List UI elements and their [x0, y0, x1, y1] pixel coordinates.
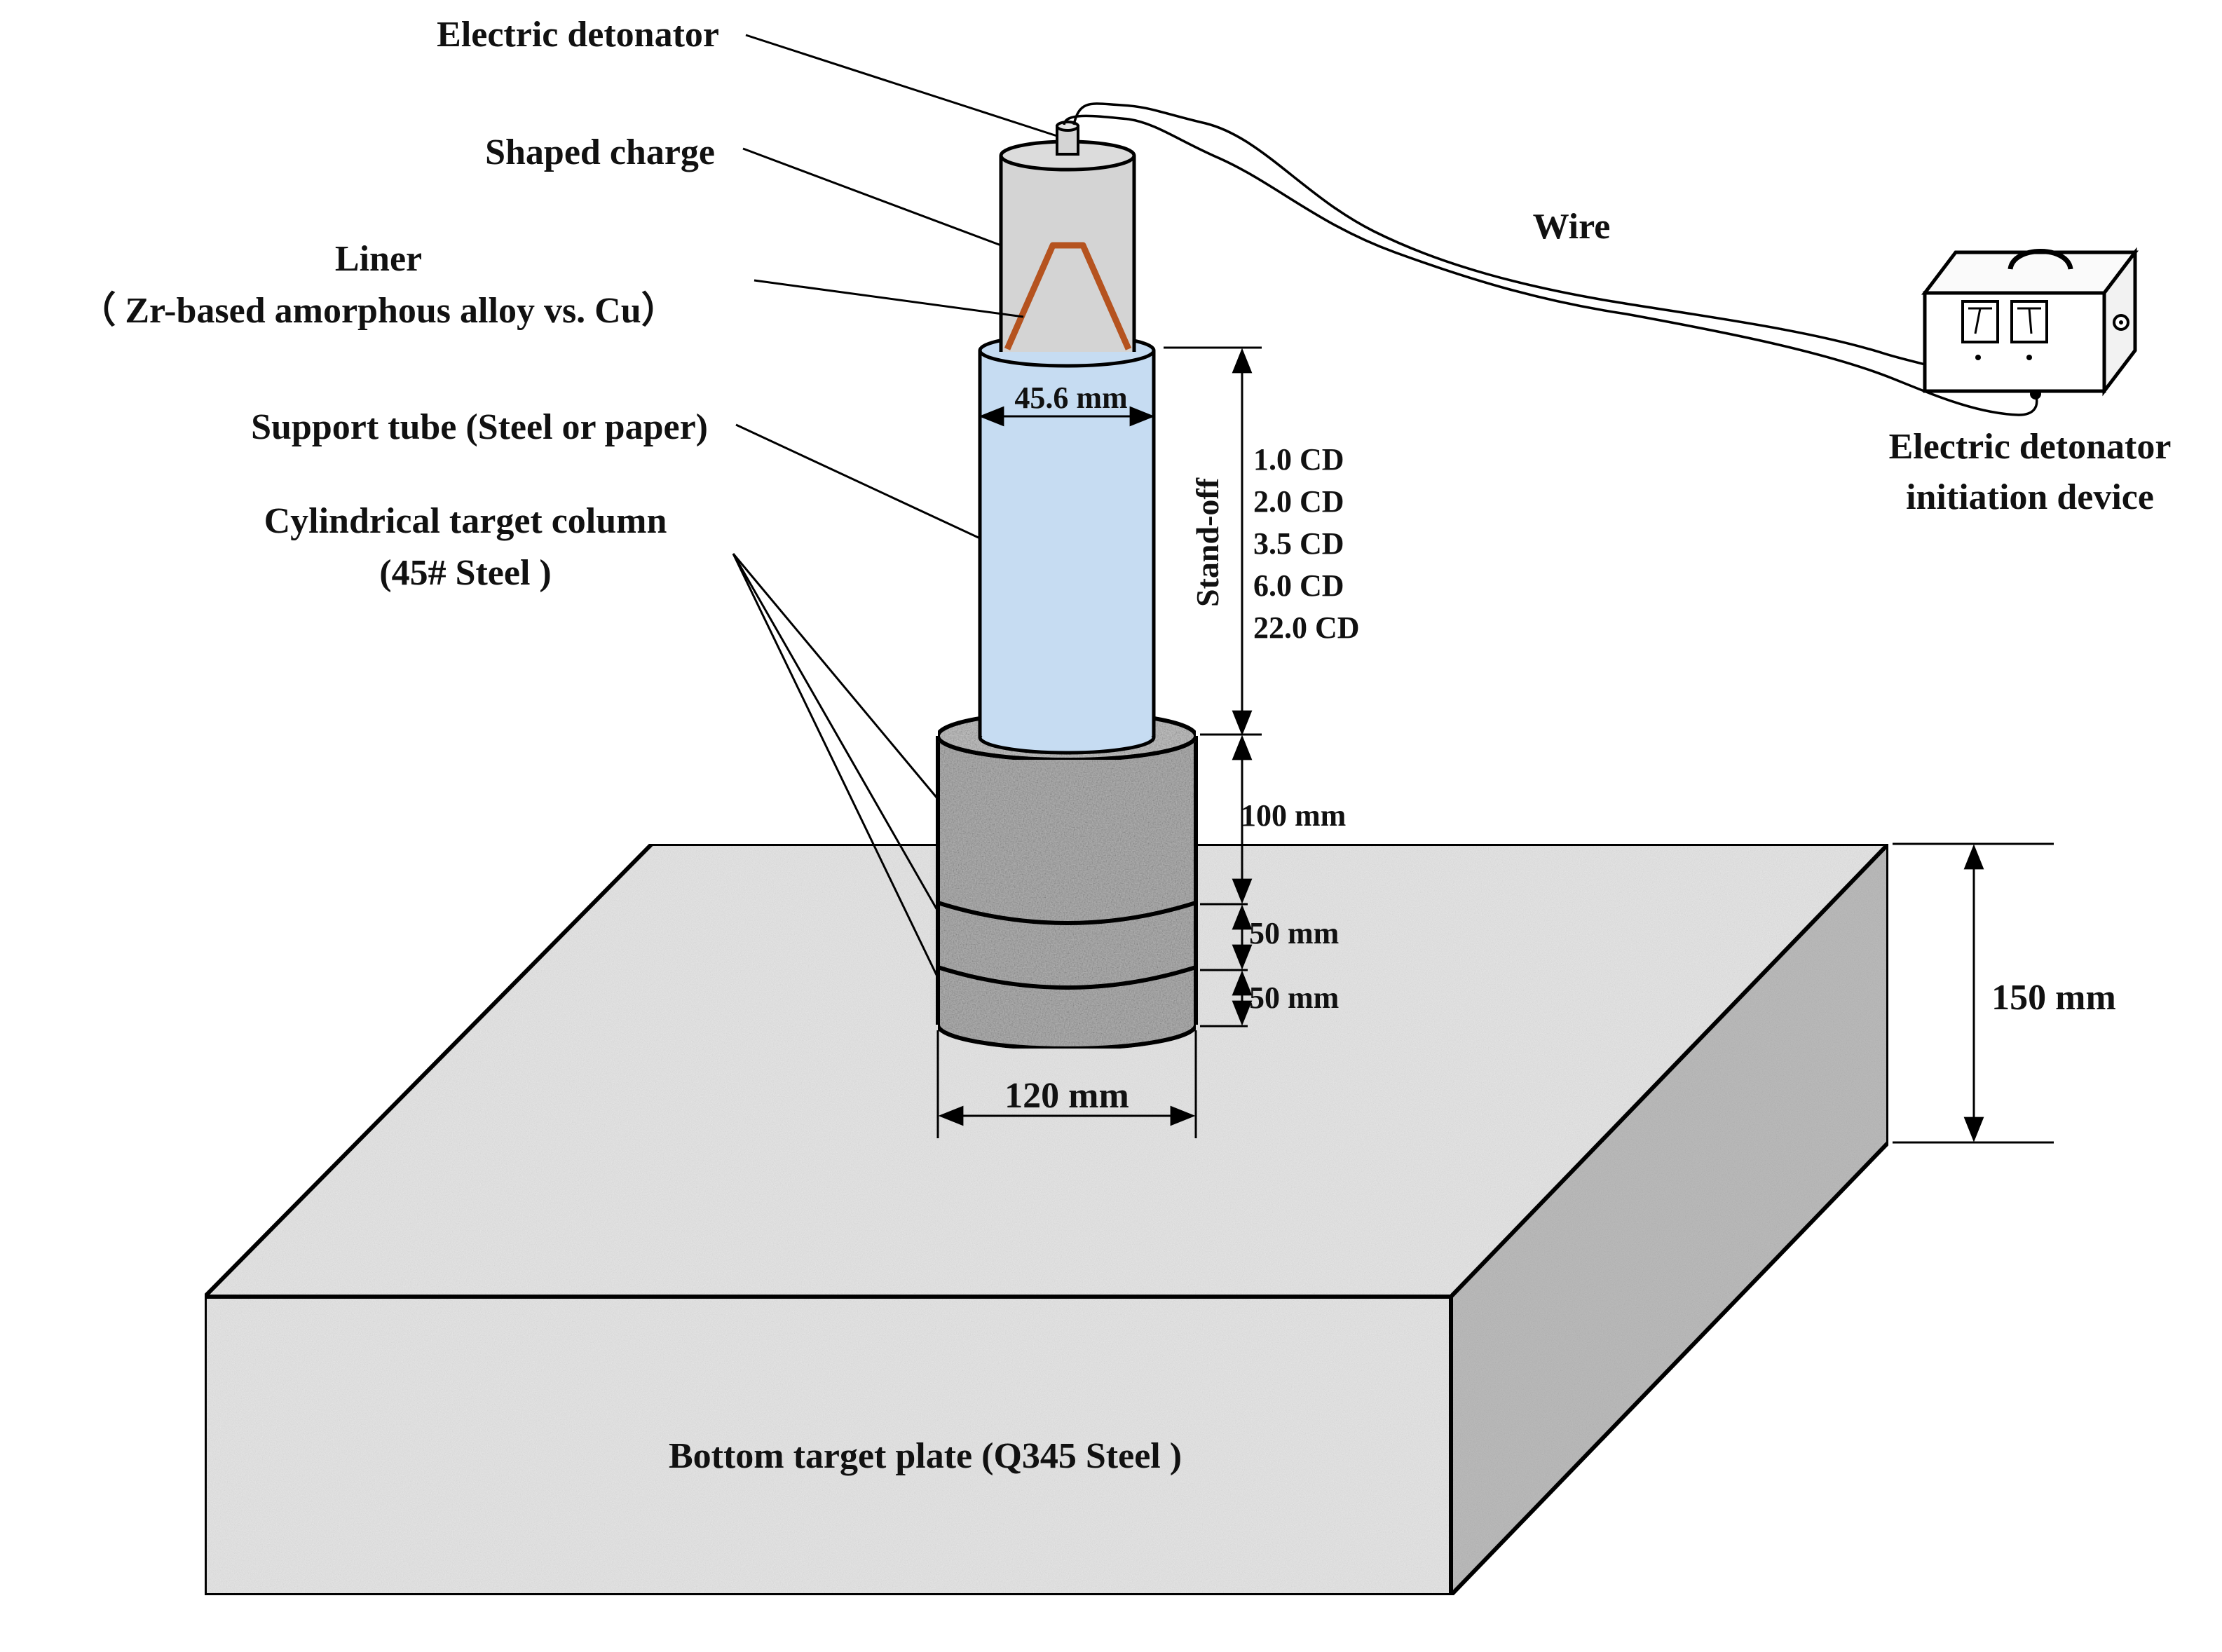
label-target-column-material: (45# Steel )	[379, 553, 551, 593]
column-joint-upper	[937, 901, 1197, 925]
dim-plate-thickness: 150 mm	[1991, 978, 2116, 1018]
dim-standoff-value-1: 1.0 CD	[1253, 442, 1344, 477]
dim-column-diameter: 120 mm	[1004, 1076, 1129, 1116]
electric-detonator	[1056, 121, 1079, 156]
bottom-target-plate	[199, 838, 1894, 1601]
label-initiation-device-line1: Electric detonator	[1889, 427, 2172, 467]
dim-standoff-value-5: 22.0 CD	[1253, 610, 1360, 645]
label-bottom-plate: Bottom target plate (Q345 Steel )	[669, 1436, 1182, 1476]
dim-standoff-value-2: 2.0 CD	[1253, 484, 1344, 519]
column-joint-lower	[937, 965, 1197, 990]
dim-column-bottom-height: 50 mm	[1249, 981, 1339, 1015]
dim-charge-diameter: 45.6 mm	[1014, 381, 1127, 415]
text-labels: Electric detonator Shaped charge Liner （…	[79, 15, 2171, 1476]
label-liner: Liner	[335, 239, 422, 279]
dimension-lines	[936, 346, 2054, 1144]
leader-lines	[732, 34, 1058, 978]
label-electric-detonator: Electric detonator	[437, 15, 719, 55]
label-support-tube: Support tube (Steel or paper)	[251, 407, 708, 447]
dim-standoff-value-3: 3.5 CD	[1253, 526, 1344, 561]
dim-standoff-label: Stand-off	[1190, 477, 1225, 607]
label-target-column: Cylindrical target column	[264, 501, 667, 541]
plate-side-face	[1449, 838, 1890, 1601]
label-shaped-charge: Shaped charge	[485, 132, 715, 172]
label-wire: Wire	[1533, 207, 1611, 247]
label-liner-material: （ Zr-based amorphous alloy vs. Cu）	[79, 290, 677, 331]
cylindrical-target-column	[936, 710, 1198, 1051]
initiation-device-box	[1921, 247, 2139, 397]
shaped-charge	[999, 139, 1136, 352]
dim-column-top-height: 100 mm	[1241, 798, 1346, 833]
dim-standoff-value-4: 6.0 CD	[1253, 568, 1344, 603]
label-initiation-device-line2: initiation device	[1906, 477, 2154, 517]
wire	[1063, 102, 2041, 416]
liner-cone	[1004, 242, 1132, 350]
dim-column-mid-height: 50 mm	[1249, 916, 1339, 950]
